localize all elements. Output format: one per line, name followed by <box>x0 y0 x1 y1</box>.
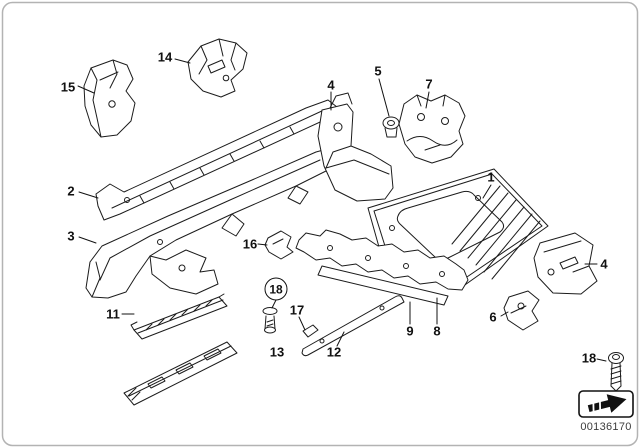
part-label-11[interactable]: 11 <box>106 306 120 322</box>
part-label-18-screw[interactable]: 18 <box>581 350 597 366</box>
part-17-drawing <box>302 324 319 338</box>
part-13-drawing <box>262 307 278 334</box>
part-label-17[interactable]: 17 <box>289 302 305 318</box>
part-label-6[interactable]: 6 <box>489 309 497 325</box>
part-label-18-circled[interactable]: 18 <box>264 277 288 301</box>
part-label-7[interactable]: 7 <box>425 76 433 92</box>
part-label-2[interactable]: 2 <box>67 183 75 199</box>
part-label-3[interactable]: 3 <box>67 228 75 244</box>
part-2-drawing <box>95 99 338 221</box>
direction-arrow-icon <box>578 390 634 418</box>
part-label-1[interactable]: 1 <box>487 169 495 185</box>
part-12-drawing <box>301 295 405 357</box>
part-label-9[interactable]: 9 <box>406 323 414 339</box>
doc-number: 00136170 <box>580 421 632 433</box>
part-11-drawing <box>130 293 228 340</box>
part-15-drawing <box>83 59 136 138</box>
part-5-drawing <box>382 116 400 138</box>
screw-icon <box>608 352 624 392</box>
part-4-right-drawing <box>533 232 598 295</box>
part-label-4-top[interactable]: 4 <box>327 77 335 93</box>
part-label-13[interactable]: 13 <box>269 344 285 360</box>
part-label-15[interactable]: 15 <box>60 79 76 95</box>
part-label-5[interactable]: 5 <box>374 63 382 79</box>
part-label-16[interactable]: 16 <box>242 236 258 252</box>
part-label-4-right[interactable]: 4 <box>600 256 608 272</box>
part-6-drawing <box>503 290 540 331</box>
part-16-drawing <box>264 230 294 260</box>
part-10-drawing <box>123 341 238 406</box>
part-label-12[interactable]: 12 <box>326 344 342 360</box>
part-14-drawing <box>187 38 248 98</box>
part-8-9-drawing <box>295 229 469 306</box>
part-7-drawing <box>398 94 466 164</box>
part-label-14[interactable]: 14 <box>157 49 173 65</box>
part-4-left-drawing <box>317 92 394 202</box>
part-label-8[interactable]: 8 <box>433 323 441 339</box>
part-3-drawing <box>85 145 345 299</box>
leader-lines <box>77 58 607 362</box>
